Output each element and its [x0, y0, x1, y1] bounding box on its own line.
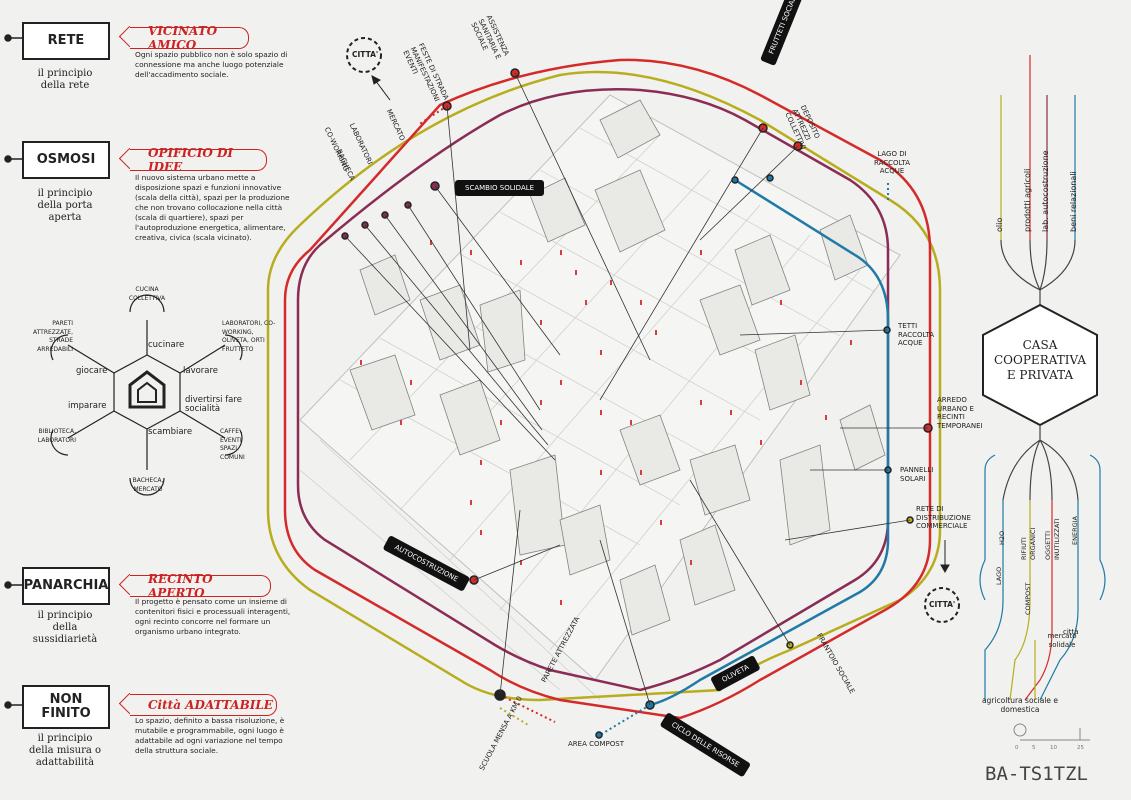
principle-title: RECINTO APERTO — [130, 572, 271, 600]
hex-outer-label: CUCINA COLLETTIVA — [128, 286, 166, 302]
flow-label: RIFIUTI ORGANICI — [1020, 527, 1037, 560]
flow-label: prodotti agricoli — [1023, 168, 1032, 232]
footer-label: agricoltura sociale e domestica — [981, 696, 1059, 714]
citta-label: CITTA' — [352, 50, 379, 59]
principle-caption: il principio della misura o adattabilità — [28, 733, 102, 768]
map-label-lago: LAGO DI RACCOLTA ACQUE — [874, 150, 910, 175]
hex-outer-label: BIBLIOTECA, LABORATORI — [37, 428, 76, 444]
principle-caption: il principio della rete — [37, 68, 93, 91]
scale-label: 0 — [1015, 745, 1019, 751]
hex-label: divertirsi fare socialità — [185, 395, 242, 414]
hex-outer-label: CAFFE', EVENTI SPAZI COMUNI — [220, 428, 245, 461]
map-label-pannelli: PANNELLI SOLARI — [900, 466, 934, 483]
source-label: LAGO — [995, 566, 1003, 585]
urban-map — [299, 94, 901, 701]
scale-label: 25 — [1077, 745, 1084, 751]
map-label-area-compost: AREA COMPOST — [568, 740, 624, 748]
ring-blue — [649, 178, 890, 707]
ring-red — [283, 58, 932, 720]
flow-label: H2O — [998, 530, 1006, 545]
gear-icon — [346, 37, 960, 623]
map-label-tetti: TETTI RACCOLTA ACQUE — [898, 322, 934, 347]
map-label-arredo: ARREDO URBANO E RECINTI TEMPORANEI — [937, 396, 983, 430]
flow-label: olio — [995, 217, 1004, 232]
hex-label: imparare — [68, 401, 107, 411]
principle-title: OPIFICIO DI IDEE — [130, 146, 267, 174]
flow-label: ENERGIA — [1071, 516, 1079, 545]
hex-outer-label: PARETI ATTREZZATE, STRADE ARREDABILI — [32, 320, 73, 353]
principle-description: Il nuovo sistema urbano mette a disposiz… — [135, 173, 290, 242]
principle-description: Lo spazio, definito a bassa risoluzione,… — [135, 716, 285, 755]
center-label: CASA COOPERATIVA E PRIVATA — [994, 338, 1086, 382]
flow-label: lab. autocostruzione — [1041, 150, 1050, 232]
principle-caption: il principio della sussidiarietà — [32, 610, 98, 645]
hex-label: lavorare — [183, 366, 219, 376]
scale-label: 5 — [1032, 745, 1036, 751]
scale-label: 10 — [1050, 745, 1057, 751]
principle-box-non-finito: NON FINITO — [22, 685, 110, 729]
flow-label: OGGETTI INUTILIZZATI — [1044, 518, 1061, 560]
tag-scambio-solidale: SCAMBIO SOLIDALE — [455, 180, 545, 196]
citta-label: CITTA' — [929, 600, 956, 609]
hex-label: giocare — [76, 366, 108, 376]
principle-description: Il progetto è pensato come un insieme di… — [135, 597, 291, 636]
principle-box-panarchia: PANARCHIA — [22, 567, 110, 605]
activity-hexagon — [67, 320, 226, 470]
flow-label: beni relazionali — [1069, 171, 1078, 232]
source-label: COMPOST — [1024, 582, 1032, 615]
flow-diagram — [979, 55, 1106, 701]
principle-title: Città ADATTABILE — [130, 694, 277, 716]
source-label: mercato solidale — [1047, 632, 1077, 649]
principle-caption: il principio della porta aperta — [37, 188, 93, 223]
map-label-rete-distribuzione: RETE DI DISTRIBUZIONE COMMERCIALE — [916, 505, 971, 530]
principle-description: Ogni spazio pubblico non è solo spazio d… — [135, 50, 288, 79]
scale-bar — [1013, 723, 1090, 741]
project-code: BA-TS1TZL — [985, 763, 1088, 785]
principle-box-rete: RETE — [22, 22, 110, 60]
principle-title: VICINATO AMICO — [130, 24, 249, 52]
ring-olive — [266, 70, 942, 702]
hex-label: scambiare — [148, 427, 193, 437]
source-label: città — [1063, 628, 1079, 636]
hex-outer-label: LABORATORI, CO-WORKING, OLIVETA, ORTI FR… — [222, 320, 276, 353]
hex-label: cucinare — [148, 340, 185, 350]
hex-outer-label: BACHECA, MERCATO — [132, 477, 164, 493]
principle-box-osmosi: OSMOSI — [22, 141, 110, 179]
